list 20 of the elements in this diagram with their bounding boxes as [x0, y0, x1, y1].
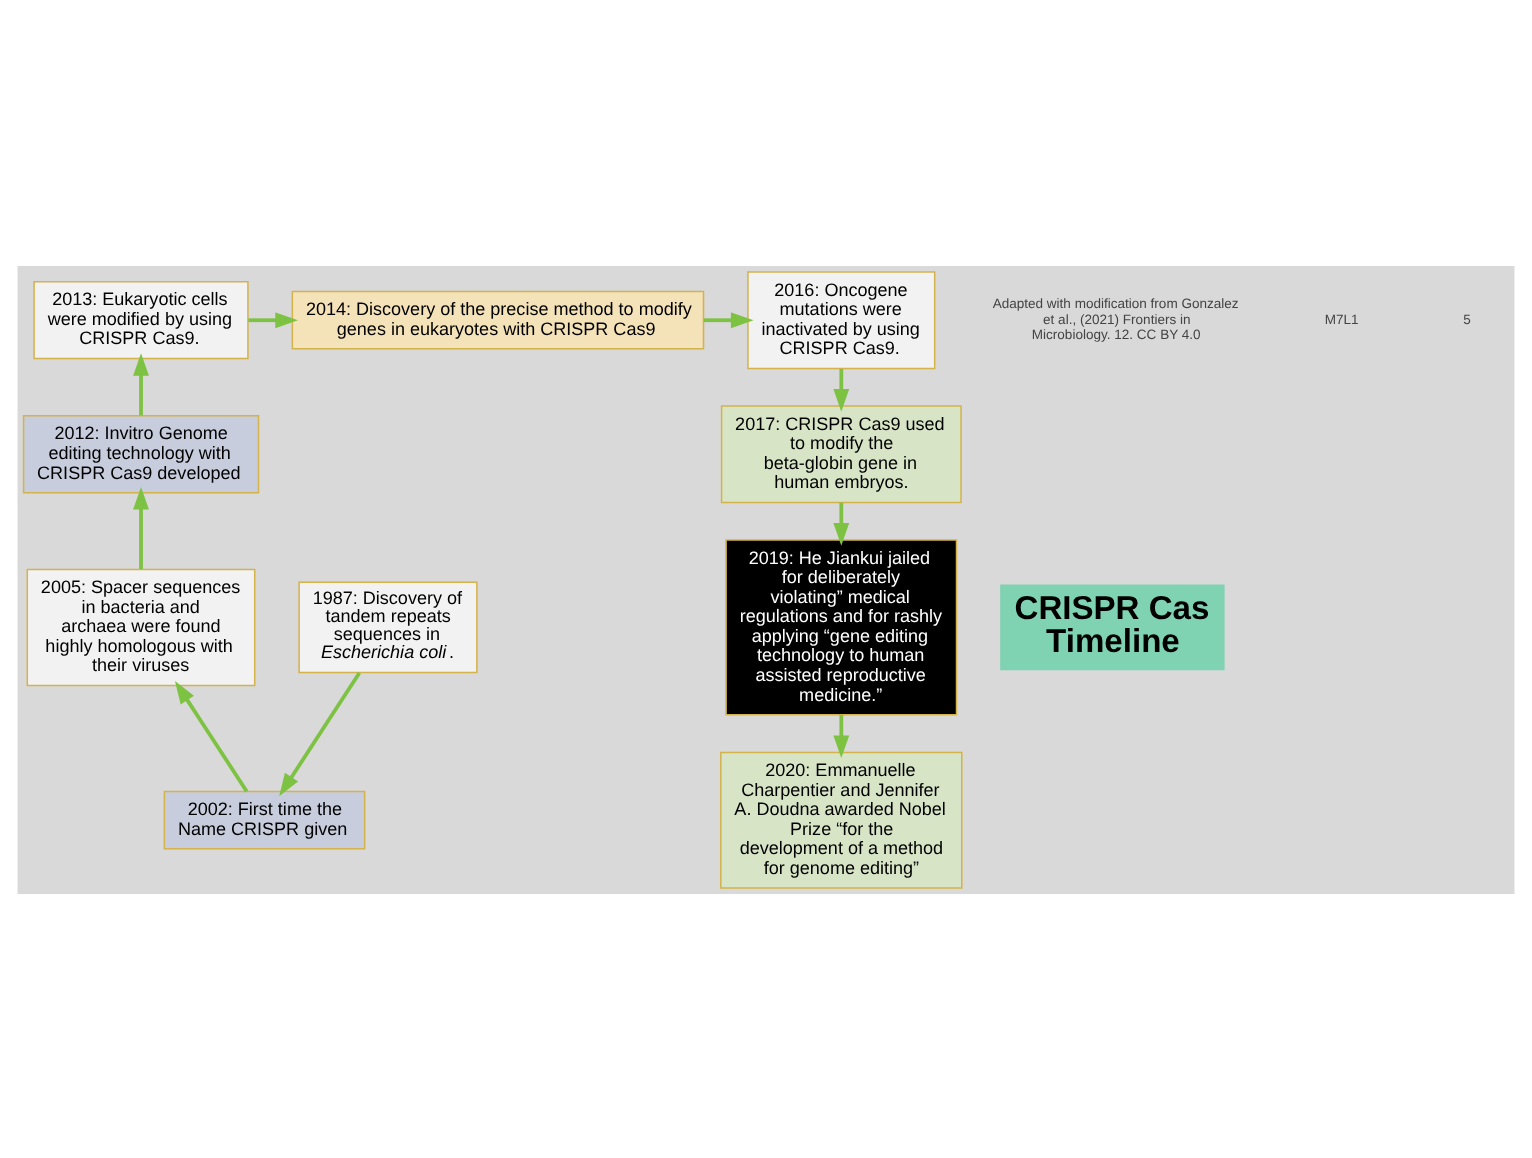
- node-box: 1987: Discovery of tandem repeats sequences in Escherichia coli.: [298, 580, 478, 673]
- node-box: 2012: Invitro Genome editing technology with CRISPR Cas9 developed: [22, 414, 260, 493]
- node-box: 2013: Eukaryotic cells were modified by using CRISPR Cas9.: [33, 280, 249, 359]
- arrow: [174, 680, 249, 792]
- node-box: 2019: He Jiankui jailed for deliberately violating” medical regulations and for rashly applying “gene editing technology to human assisted reproductive medicine.”: [725, 538, 958, 715]
- arrow: [133, 486, 149, 568]
- arrow: [279, 670, 361, 796]
- arrow: [133, 352, 149, 415]
- node-box: 2005: Spacer sequences in bacteria and archaea were found highly homologous with their viruses: [26, 567, 256, 686]
- node-box: 2002: First time the Name CRISPR given: [163, 789, 366, 849]
- node-box: 2020: Emmanuelle Charpentier and Jennifer A. Doudna awarded Nobel Prize “for the development of a method for genome editing”: [720, 750, 963, 888]
- arrow: [833, 501, 850, 545]
- arrow: [833, 713, 850, 758]
- arrow: [703, 311, 754, 328]
- node-box: 2017: CRISPR Cas9 used to modify the beta-globin gene in human embryos.: [720, 404, 962, 503]
- arrow: [833, 368, 850, 411]
- node-box: CRISPR Cas Timeline: [1000, 583, 1225, 670]
- node-box: 2014: Discovery of the precise method to modify genes in eukaryotes with CRISPR Cas9: [291, 289, 705, 349]
- arrow: [248, 311, 298, 328]
- node-box: 2016: Oncogene mutations were inactivated by using CRISPR Cas9.: [747, 270, 936, 369]
